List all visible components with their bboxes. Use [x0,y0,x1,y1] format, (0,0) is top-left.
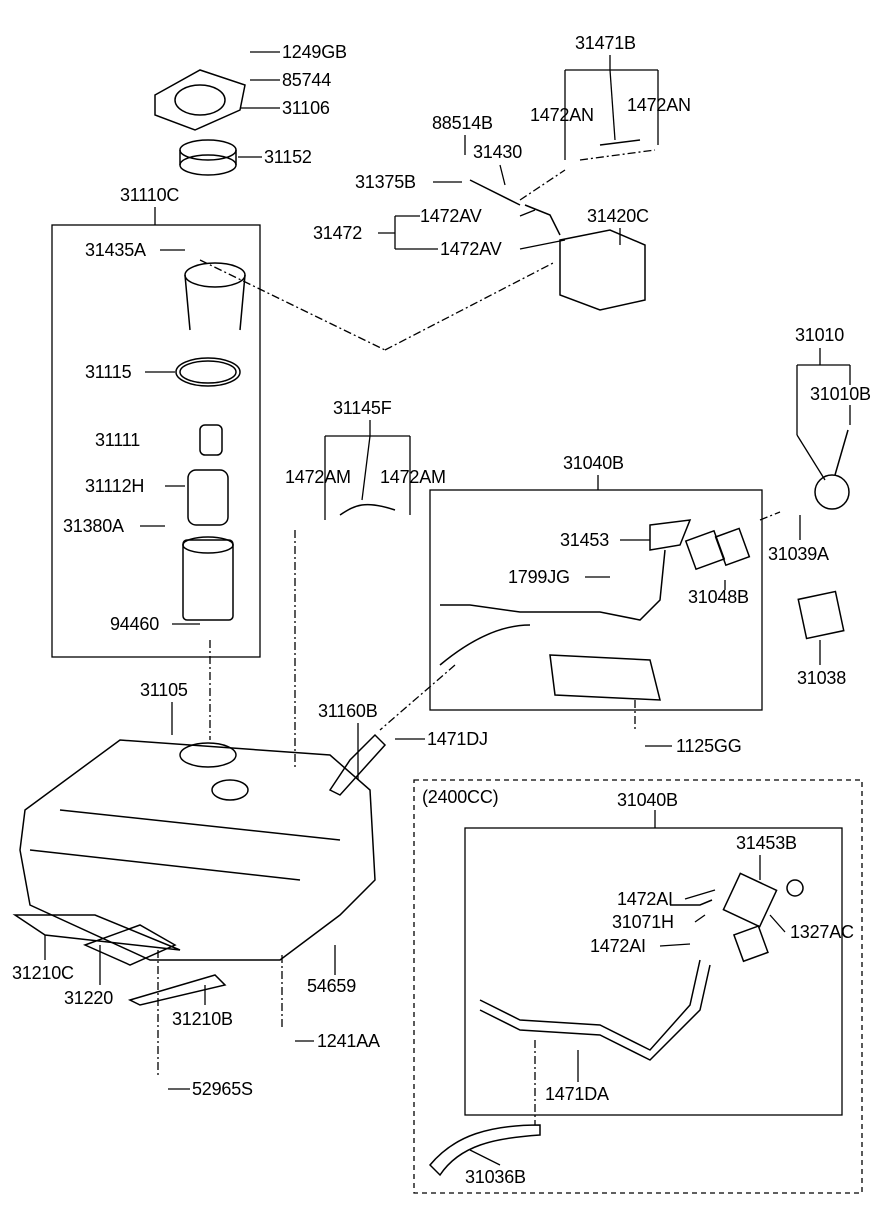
part-label: 31380A [63,516,124,536]
part-label: 31375B [355,172,416,192]
part-label: 31040B [617,790,678,810]
part-label: 31471B [575,33,636,53]
part-label: 31430 [473,142,523,162]
part-label: 31038 [797,668,847,688]
part-label: 88514B [432,113,493,133]
part-label: 52965S [192,1079,253,1099]
part-label: 31036B [465,1167,526,1187]
part-label: 1471DA [545,1084,609,1104]
part-label: 31110C [120,185,180,205]
part-label: 31112H [85,476,145,496]
part-label: 1799JG [508,567,570,587]
part-label: 31152 [264,147,312,167]
part-label: 31420C [587,206,649,226]
part-label: 31210C [12,963,74,983]
part-label: 1472AM [285,467,351,487]
part-label: 31160B [318,701,378,721]
part-label: 31220 [64,988,114,1008]
filler-neck-box [429,489,763,711]
part-label: 31106 [282,98,330,118]
part-label: 31039A [768,544,829,564]
part-label: 31453 [560,530,610,550]
part-label: 85744 [282,70,332,90]
part-label: 1472AN [530,105,594,125]
part-label: 1472AI [590,936,646,956]
part-label: 31115 [85,362,132,382]
part-label: 31040B [563,453,624,473]
part-label: 1472AN [627,95,691,115]
part-label: 1125GG [676,736,742,756]
part-label: 1249GB [282,42,347,62]
part-label: 31210B [172,1009,233,1029]
leader-lines [44,51,851,1166]
part-label: 31048B [688,587,749,607]
part-label: 31010B [810,384,871,404]
part-label: 1472AV [420,206,482,226]
2400cc-filler-neck-box [464,827,843,1116]
part-label: 31010 [795,325,845,345]
part-label: 94460 [110,614,160,634]
pump-assembly-box [51,224,261,658]
part-label: 31111 [95,430,141,450]
connection-lines [157,149,781,1125]
part-label: 1241AA [317,1031,380,1051]
part-label: 31145F [333,398,392,418]
part-label: 1472AM [380,467,446,487]
part-shapes [12,69,850,1177]
part-label: 31453B [736,833,797,853]
part-label: 31472 [313,223,363,243]
variant-label: (2400CC) [422,787,499,807]
part-label: 1327AC [790,922,854,942]
part-label: 1472AV [440,239,502,259]
2400cc-variant-box [413,779,863,1194]
part-label: 54659 [307,976,357,996]
part-label: 31071H [612,912,674,932]
part-label: 1472AI [617,889,673,909]
part-label: 31435A [85,240,146,260]
part-label: 31105 [140,680,188,700]
part-label: 1471DJ [427,729,488,749]
